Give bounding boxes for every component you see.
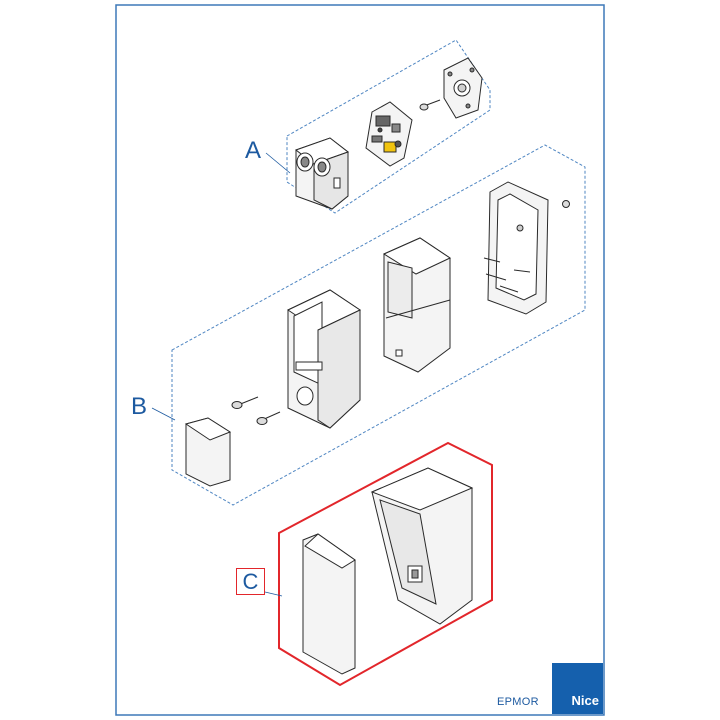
brand-name: Nice	[571, 693, 599, 708]
part-a-screw	[419, 99, 441, 111]
group-c-outline	[278, 441, 493, 687]
brand-logo: Nice	[552, 663, 603, 714]
callout-label-c: C	[236, 568, 265, 595]
part-a-back-plate	[443, 57, 483, 119]
part-b-screw-1	[231, 396, 259, 409]
part-a-lens-housing	[294, 137, 350, 210]
callout-label-a: A	[245, 137, 262, 164]
leader-line-a	[265, 152, 291, 174]
leader-line-c	[264, 591, 283, 597]
leader-line-b	[151, 407, 176, 421]
callout-label-b: B	[131, 393, 148, 420]
group-b-outline	[171, 144, 586, 506]
part-a-circuit-board	[365, 101, 413, 167]
part-b-base-plate	[483, 181, 549, 315]
part-b-inner-shell	[382, 237, 452, 373]
part-b-front-housing	[286, 289, 362, 429]
part-b-screw-2	[256, 411, 281, 425]
part-b-nut	[562, 200, 570, 208]
drawing-frame	[115, 4, 605, 716]
part-b-lens-cap	[184, 417, 232, 487]
part-c-hood-cover	[370, 467, 474, 625]
part-c-flat-plate	[302, 533, 356, 675]
model-code: EPMOR	[497, 696, 539, 708]
